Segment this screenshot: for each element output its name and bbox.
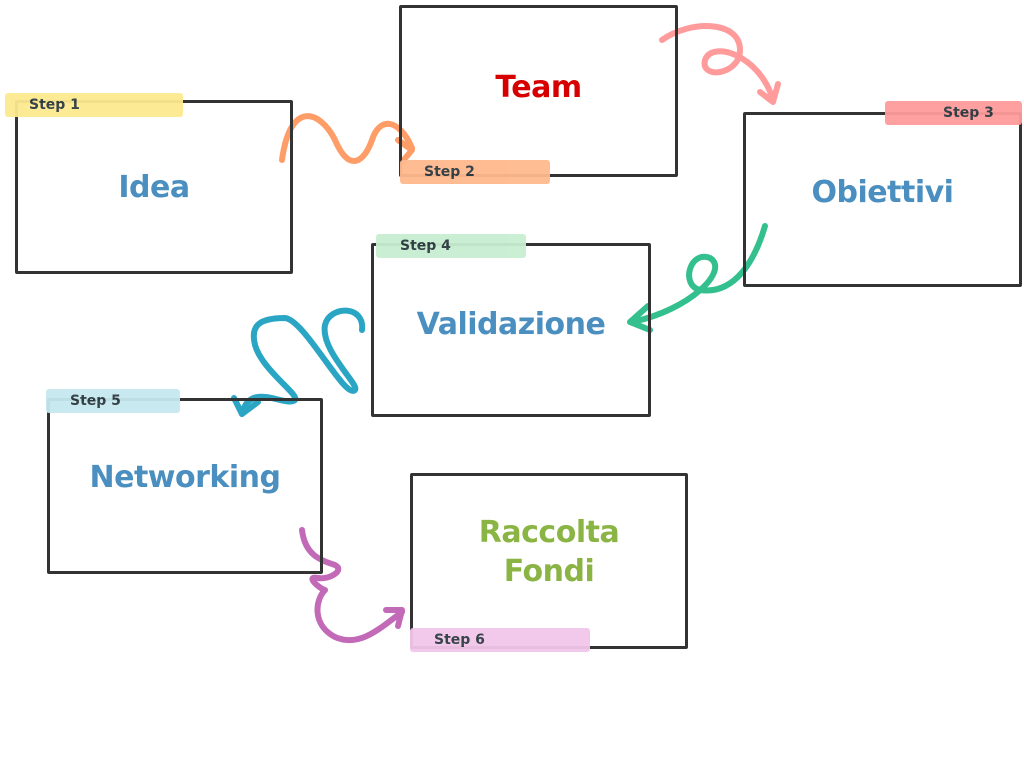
step-2-box: Team xyxy=(399,5,678,177)
step-1-tag-over: Step 1 xyxy=(5,93,183,117)
step-title: Validazione xyxy=(416,306,606,342)
step-2-tag: Step 2 xyxy=(400,160,550,184)
step-label: Step 1 xyxy=(29,97,80,113)
step-6-tag: Step 6 xyxy=(410,628,590,652)
step-title: Raccolta Fondi xyxy=(478,515,620,589)
arrow-step1-to-step2 xyxy=(279,113,415,164)
step-4-box: Validazione xyxy=(371,243,651,417)
step-title: Idea xyxy=(118,169,190,205)
step-label: Step 6 xyxy=(434,632,485,648)
arrow-head xyxy=(395,137,415,165)
step-label: Step 3 xyxy=(943,105,994,121)
step-title: Obiettivi xyxy=(811,175,954,210)
step-4-tag: Step 4 xyxy=(376,234,526,258)
arrow-step2-to-step3 xyxy=(659,23,776,103)
step-title: Networking xyxy=(89,459,281,495)
step-3-box: Obiettivi xyxy=(743,112,1022,287)
arrow-step3-to-step4 xyxy=(629,223,768,325)
step-6-box: Raccolta Fondi xyxy=(410,473,688,649)
arrow-head xyxy=(757,81,781,105)
step-5-box: Networking xyxy=(47,398,323,574)
step-5-tag: Step 5 xyxy=(46,389,180,413)
step-label: Step 4 xyxy=(400,238,451,254)
step-title: Team xyxy=(495,69,582,105)
arrow-head xyxy=(627,303,653,333)
step-3-tag: Step 3 xyxy=(885,101,1022,125)
arrow-head xyxy=(231,395,261,417)
step-1-box: Idea xyxy=(15,100,293,274)
arrow-head xyxy=(383,607,405,629)
arrow-step5-to-step6 xyxy=(299,527,405,644)
step-label: Step 2 xyxy=(424,164,475,180)
step-label: Step 5 xyxy=(70,393,121,409)
